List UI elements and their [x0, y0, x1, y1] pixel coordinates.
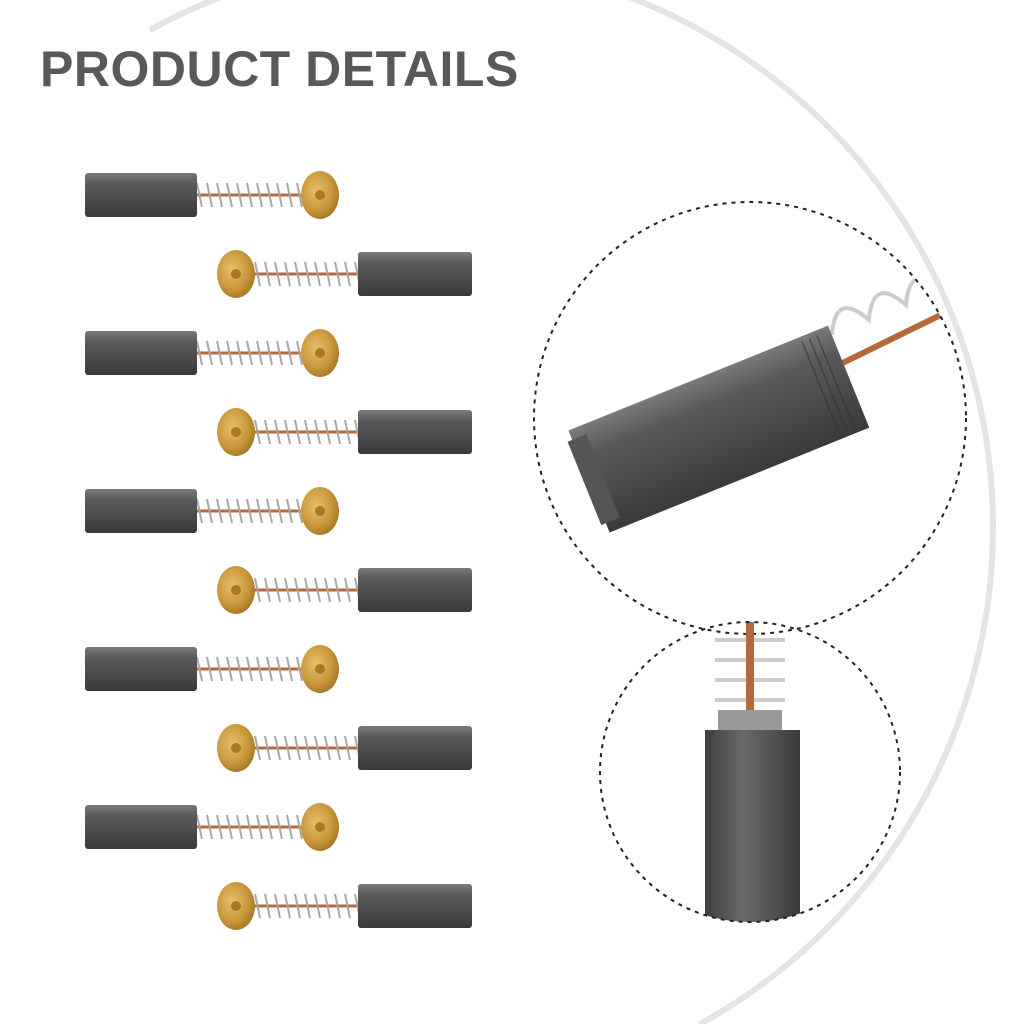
page-title: PRODUCT DETAILS — [40, 41, 519, 97]
cap-center — [315, 506, 325, 516]
detail-circle-1 — [533, 201, 967, 635]
carbon-brush — [85, 329, 339, 377]
spring — [196, 814, 303, 840]
carbon-block — [358, 252, 472, 296]
carbon-brush — [217, 882, 472, 930]
cap-center — [315, 190, 325, 200]
carbon-brush — [85, 487, 339, 535]
carbon-brush — [85, 803, 339, 851]
cap-center — [315, 664, 325, 674]
spring — [254, 735, 361, 761]
carbon-brush — [217, 408, 472, 456]
spring — [196, 182, 303, 208]
detail-view-spring-end — [705, 622, 800, 922]
cap-center — [231, 743, 241, 753]
carbon-block — [358, 568, 472, 612]
spring — [196, 340, 303, 366]
carbon-brush — [217, 250, 472, 298]
carbon-block — [85, 489, 197, 533]
carbon-block — [85, 331, 197, 375]
spring — [254, 893, 361, 919]
carbon-block — [358, 726, 472, 770]
cap-center — [315, 822, 325, 832]
carbon-block — [358, 410, 472, 454]
cap-center — [231, 585, 241, 595]
cap-center — [231, 901, 241, 911]
carbon-brush — [217, 724, 472, 772]
carbon-block — [85, 173, 197, 217]
spring — [196, 498, 303, 524]
background-arc — [148, 0, 996, 1024]
cap-center — [315, 348, 325, 358]
cap-center — [231, 269, 241, 279]
detail-circle-2 — [599, 621, 901, 923]
spring — [254, 261, 361, 287]
carbon-brush — [85, 171, 339, 219]
carbon-brush — [85, 645, 339, 693]
spring — [254, 577, 361, 603]
spring — [196, 656, 303, 682]
spring — [254, 419, 361, 445]
carbon-block — [358, 884, 472, 928]
carbon-block — [85, 805, 197, 849]
cap-center — [231, 427, 241, 437]
carbon-block — [85, 647, 197, 691]
carbon-brush — [217, 566, 472, 614]
